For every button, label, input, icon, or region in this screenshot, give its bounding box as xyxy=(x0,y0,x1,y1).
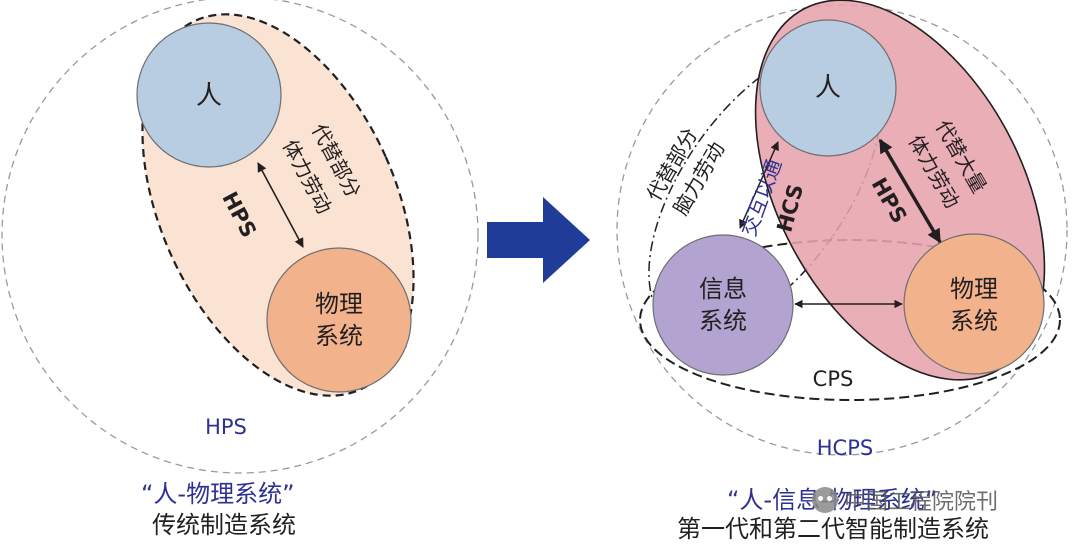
right-info-node xyxy=(652,234,794,376)
left-human-node xyxy=(136,22,282,168)
left-outer-boundary xyxy=(1,0,479,474)
right-info-label-2: 系统 xyxy=(699,307,747,335)
wechat-icon xyxy=(812,487,838,513)
right-info-label-1: 信息 xyxy=(699,275,747,303)
transition-arrow xyxy=(487,197,590,283)
right-hps-arrow xyxy=(878,138,942,244)
right-human-label: 人 xyxy=(815,73,841,103)
left-hps-arrow xyxy=(257,162,304,248)
left-physical-label-1: 物理 xyxy=(315,290,363,318)
right-cps-label: CPS xyxy=(813,367,854,391)
right-human-node xyxy=(759,19,897,157)
right-cps-envelope xyxy=(639,239,1061,401)
right-physical-node xyxy=(903,233,1045,375)
left-human-label: 人 xyxy=(196,81,222,111)
right-caption-sub: 第一代和第二代智能制造系统 xyxy=(677,515,989,543)
left-physical-label-2: 系统 xyxy=(315,322,363,350)
right-physical-label-1: 物理 xyxy=(950,275,998,303)
watermark: 中国工程院院刊 xyxy=(812,484,998,516)
left-caption-quote: “人-物理系统” xyxy=(141,480,295,508)
right-hcs-arrow xyxy=(739,141,779,229)
watermark-text: 中国工程院院刊 xyxy=(844,490,999,515)
left-physical-node xyxy=(266,247,412,393)
right-physical-label-2: 系统 xyxy=(950,307,998,335)
left-caption-sub: 传统制造系统 xyxy=(152,511,296,539)
right-outer-label: HCPS xyxy=(817,436,873,460)
left-outer-label: HPS xyxy=(205,415,247,439)
